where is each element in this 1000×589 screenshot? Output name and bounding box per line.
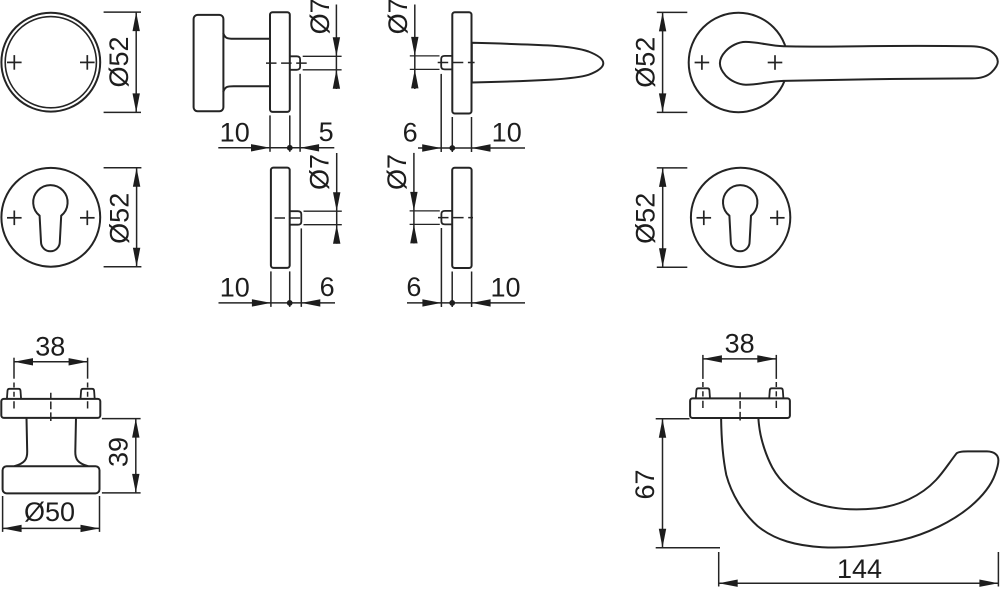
- svg-text:38: 38: [35, 331, 65, 361]
- svg-text:10: 10: [490, 273, 520, 303]
- svg-text:144: 144: [837, 554, 882, 584]
- svg-text:10: 10: [220, 273, 250, 303]
- svg-text:Ø50: Ø50: [24, 497, 75, 527]
- svg-text:Ø7: Ø7: [382, 154, 412, 190]
- svg-text:Ø52: Ø52: [631, 37, 661, 88]
- svg-text:Ø7: Ø7: [383, 0, 413, 34]
- svg-text:39: 39: [103, 437, 133, 467]
- svg-text:Ø52: Ø52: [104, 36, 134, 87]
- svg-text:Ø7: Ø7: [305, 154, 335, 190]
- svg-text:10: 10: [220, 117, 250, 147]
- svg-text:10: 10: [492, 117, 522, 147]
- svg-text:67: 67: [630, 469, 660, 499]
- svg-text:Ø52: Ø52: [631, 193, 661, 244]
- svg-text:6: 6: [320, 272, 335, 302]
- svg-text:Ø7: Ø7: [305, 0, 335, 34]
- svg-text:38: 38: [725, 328, 755, 358]
- svg-text:5: 5: [319, 117, 334, 147]
- svg-text:6: 6: [406, 272, 421, 302]
- svg-text:6: 6: [403, 117, 418, 147]
- svg-text:Ø52: Ø52: [104, 193, 134, 244]
